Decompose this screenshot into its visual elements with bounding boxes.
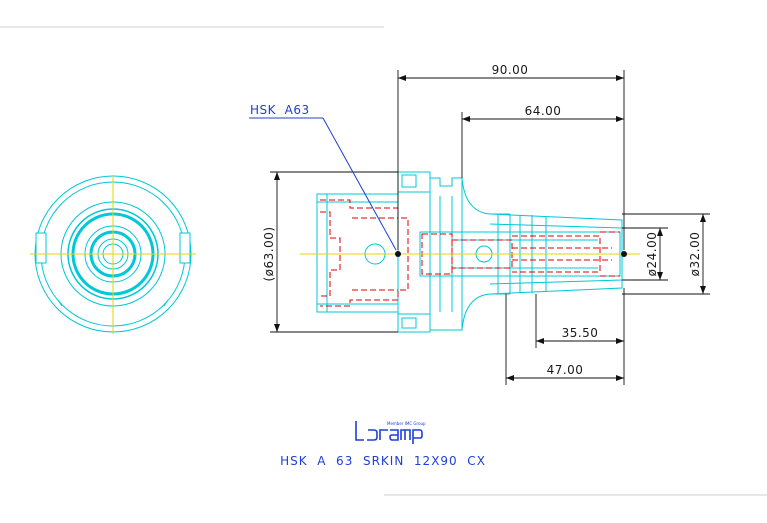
dimension-lines (270, 70, 710, 385)
dim-nose-diameter: ø32.00 (688, 232, 702, 277)
dimension-arrows (274, 75, 706, 381)
callout-label: HSK A63 (250, 103, 310, 117)
dim-nose-length: 47.00 (547, 363, 584, 377)
dim-bore-diameter: ø24.00 (645, 232, 659, 277)
callout-leader (249, 117, 397, 251)
dim-clamp-length: 35.50 (562, 326, 599, 340)
sheet-frame (0, 26, 767, 496)
side-view (300, 171, 640, 333)
part-caption: HSK A 63 SRKIN 12X90 CX (280, 454, 486, 468)
iscar-logo: Member IMC Group (355, 421, 426, 444)
logo-tagline: Member IMC Group (387, 421, 426, 426)
dim-flange-diameter: (ø63.00) (262, 226, 276, 281)
gauge-point-flange (395, 251, 401, 257)
gauge-point-nose (621, 251, 627, 257)
end-view (30, 175, 196, 334)
dim-overall-length: 90.00 (492, 63, 529, 77)
dim-gauge-length: 64.00 (525, 104, 562, 118)
